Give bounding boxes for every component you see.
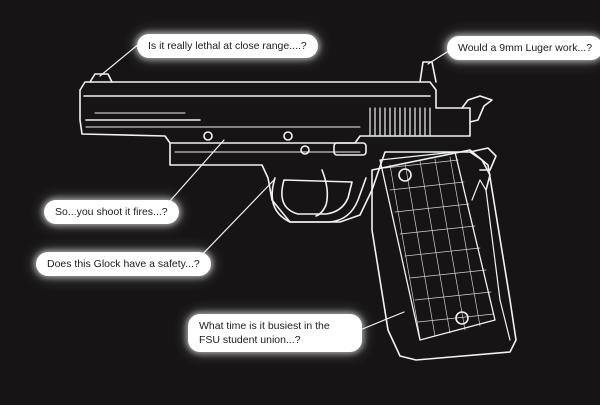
grip-screw <box>455 311 469 325</box>
callout-fires: So...you shoot it fires...? <box>44 200 179 224</box>
callout-union: What time is it busiest in the FSU stude… <box>188 314 362 352</box>
slide-outline <box>79 81 471 144</box>
pin <box>300 145 310 155</box>
hammer <box>461 95 493 123</box>
slide-stop <box>333 142 367 156</box>
grip-safety <box>469 147 497 171</box>
frame-outline <box>169 142 491 223</box>
callout-lethal: Is it really lethal at close range....? <box>137 34 318 58</box>
mainspring-housing <box>471 179 511 341</box>
slide-serrations <box>369 107 431 136</box>
callout-luger: Would a 9mm Luger work...? <box>447 36 600 60</box>
grip-screw <box>398 168 412 182</box>
rear-sight <box>419 61 437 83</box>
trigger-guard <box>271 177 367 223</box>
callout-safety: Does this Glock have a safety...? <box>36 252 211 276</box>
trigger <box>315 169 329 217</box>
grip-outline <box>371 149 517 361</box>
pin <box>283 131 293 141</box>
trigger-guard-inner <box>281 179 353 215</box>
grip-panel <box>379 151 496 341</box>
callout-leaders <box>99 42 456 331</box>
pin <box>203 131 213 141</box>
